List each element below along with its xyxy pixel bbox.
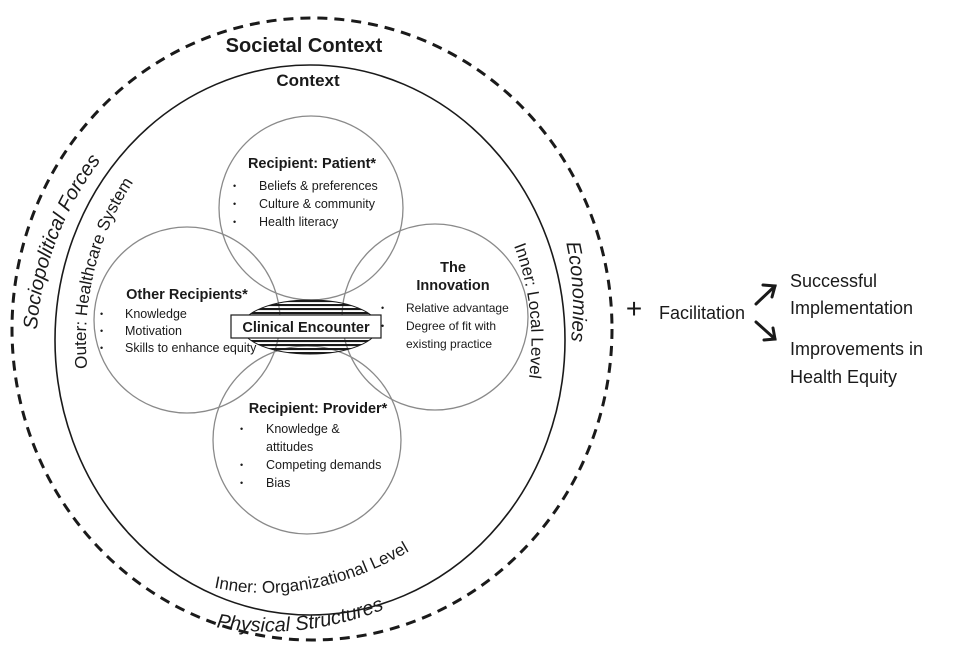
economies-label: Economies: [561, 240, 590, 343]
other-bullet-1: •: [100, 309, 103, 319]
outcome-equity-line1: Improvements in: [790, 339, 923, 359]
provider-item-3: Bias: [266, 476, 290, 490]
patient-bullet-3: •: [233, 217, 236, 227]
outcome-successful-line1: Successful: [790, 271, 877, 291]
outcome-equity-line2: Health Equity: [790, 367, 897, 387]
other-recipients-list: • Knowledge • Motivation • Skills to enh…: [100, 307, 257, 355]
patient-item-3: Health literacy: [259, 215, 339, 229]
physical-structures-label: Physical Structures: [215, 593, 386, 636]
innovation-bullet-1: •: [381, 303, 384, 313]
inner-local-level-text: Inner: Local Level: [510, 240, 546, 379]
inner-local-level-label: Inner: Local Level: [510, 240, 546, 379]
context-title: Context: [276, 71, 340, 90]
outcome-successful-line2: Implementation: [790, 298, 913, 318]
patient-item-2: Culture & community: [259, 197, 376, 211]
other-item-2: Motivation: [125, 324, 182, 338]
societal-context-title: Societal Context: [226, 35, 383, 57]
provider-bullet-2: •: [240, 460, 243, 470]
arrow-up-icon: [754, 283, 777, 306]
societal-context-boundary: [10, 16, 614, 642]
patient-bullet-1: •: [233, 181, 236, 191]
patient-list: • Beliefs & preferences • Culture & comm…: [233, 179, 378, 229]
other-bullet-2: •: [100, 326, 103, 336]
other-recipients-title: Other Recipients*: [126, 287, 248, 303]
inner-organizational-level-text: Inner: Organizational Level: [213, 538, 411, 597]
innovation-item-1: Relative advantage: [406, 301, 509, 315]
other-item-1: Knowledge: [125, 307, 187, 321]
innovation-list: • Relative advantage • Degree of fit wit…: [381, 301, 509, 351]
innovation-item-2b: existing practice: [406, 337, 492, 351]
inner-organizational-level-label: Inner: Organizational Level: [213, 538, 411, 597]
patient-bullet-2: •: [233, 199, 236, 209]
innovation-title-line2: Innovation: [416, 278, 489, 294]
provider-item-1a: Knowledge &: [266, 422, 340, 436]
provider-item-1b: attitudes: [266, 440, 313, 454]
context-boundary: [54, 64, 566, 616]
other-bullet-3: •: [100, 343, 103, 353]
provider-item-2: Competing demands: [266, 458, 381, 472]
innovation-bullet-2: •: [381, 321, 384, 331]
plus-sign: +: [626, 293, 642, 324]
facilitation-label: Facilitation: [659, 303, 745, 323]
innovation-item-2a: Degree of fit with: [406, 319, 496, 333]
clinical-encounter-box: [230, 314, 382, 339]
clinical-encounter-label: Clinical Encounter: [242, 320, 370, 336]
provider-title: Recipient: Provider*: [249, 401, 388, 417]
innovation-title-line1: The: [440, 260, 466, 276]
provider-list: • Knowledge & attitudes • Competing dema…: [240, 422, 381, 490]
patient-item-1: Beliefs & preferences: [259, 179, 378, 193]
physical-structures-text: Physical Structures: [215, 593, 386, 636]
provider-bullet-1: •: [240, 424, 243, 434]
other-item-3: Skills to enhance equity: [125, 341, 257, 355]
provider-bullet-3: •: [240, 478, 243, 488]
patient-title: Recipient: Patient*: [248, 156, 376, 172]
arrow-down-icon: [754, 320, 777, 342]
economies-text: Economies: [561, 240, 590, 343]
